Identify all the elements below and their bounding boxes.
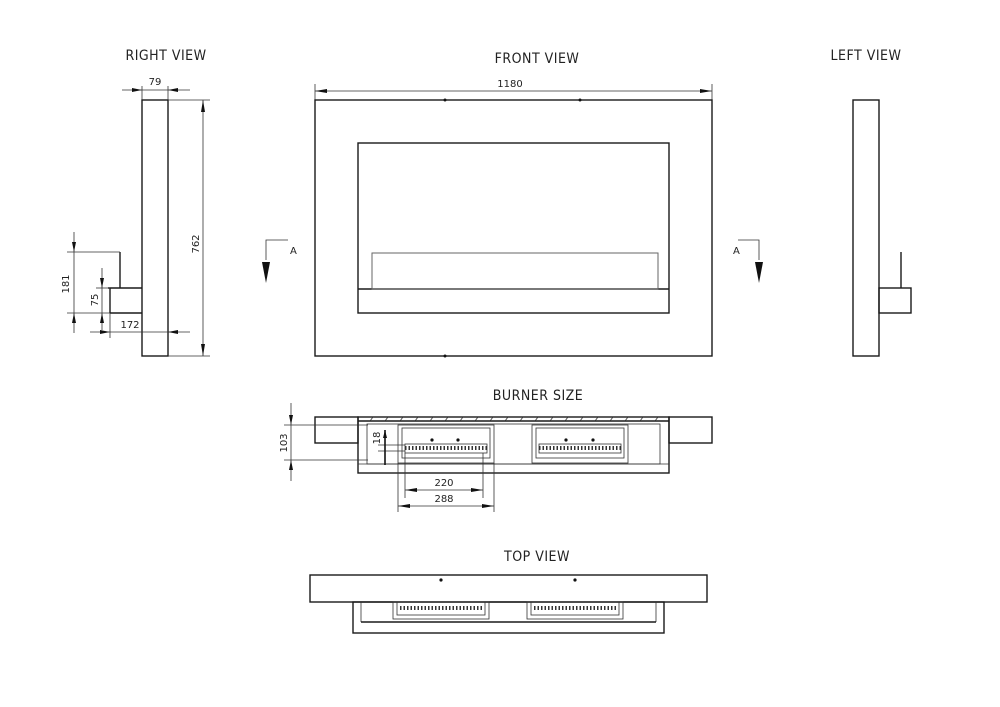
dim-right-shelf-height: 181 — [61, 274, 72, 293]
right-view-panel — [141, 99, 169, 357]
top-view-burner-right — [526, 601, 624, 620]
top-view-title: TOP VIEW — [503, 549, 570, 565]
burner-right — [531, 424, 629, 464]
svg-text:A: A — [290, 246, 297, 257]
front-view-title: FRONT VIEW — [495, 51, 580, 67]
dim-right-depth: 79 — [149, 77, 162, 88]
left-view: LEFT VIEW — [831, 48, 912, 357]
svg-text:A: A — [733, 246, 740, 257]
dim-burner-inner-width: 220 — [434, 478, 453, 489]
dim-burner-gap: 18 — [372, 432, 383, 445]
section-marker-left: A — [262, 239, 297, 283]
dim-burner-depth: 103 — [279, 433, 290, 452]
top-view: TOP VIEW — [309, 549, 708, 634]
dim-front-width: 1180 — [497, 79, 522, 90]
burner-size-view: BURNER SIZE — [279, 388, 713, 512]
right-view-title: RIGHT VIEW — [125, 48, 206, 64]
dim-right-burner-height: 75 — [90, 294, 101, 307]
front-view-burner-box — [371, 252, 659, 290]
left-view-burner — [878, 287, 912, 314]
dim-burner-outer-width: 288 — [434, 494, 453, 505]
left-view-title: LEFT VIEW — [831, 48, 902, 64]
section-marker-right: A — [733, 239, 763, 283]
front-view-opening — [357, 142, 670, 314]
burner-left — [397, 424, 495, 464]
top-view-panel — [309, 574, 708, 603]
front-view-frame — [314, 99, 713, 357]
left-view-panel — [852, 99, 880, 357]
burner-size-title: BURNER SIZE — [493, 388, 584, 404]
front-view: FRONT VIEW 1180 A A — [262, 51, 763, 358]
dim-right-projection: 172 — [120, 320, 139, 331]
dim-right-height: 762 — [191, 234, 202, 253]
top-view-burner-left — [392, 601, 490, 620]
right-view: RIGHT VIEW 79 762 181 75 — [61, 48, 210, 357]
